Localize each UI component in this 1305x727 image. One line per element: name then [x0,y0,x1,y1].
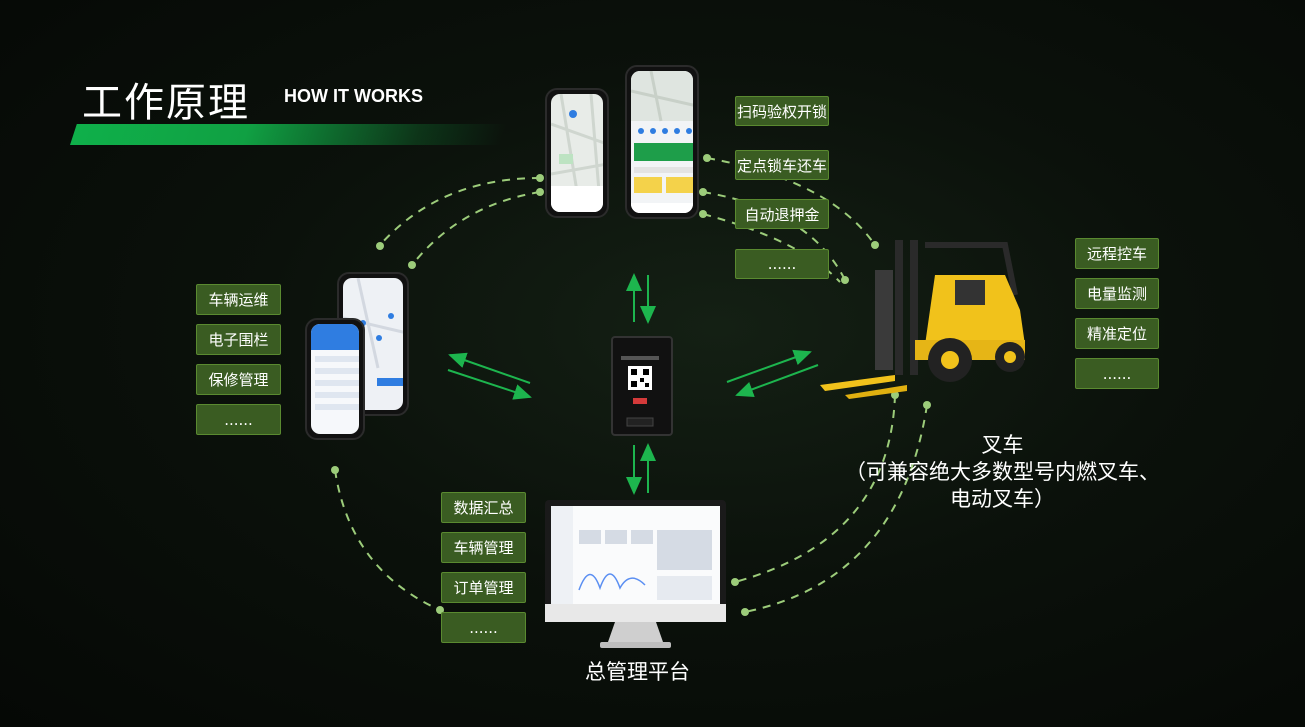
iot-controller-device [611,336,673,436]
dot [699,188,707,196]
arrow-device-to-ops [448,352,531,384]
dot [741,608,749,616]
forklift-tag-precise-location: 精准定位 [1075,318,1159,349]
dash-app-to-forklift-mid [702,213,841,283]
ops-map-icon [343,278,403,386]
ops-tag-geofence: 电子围栏 [196,324,281,355]
dot [536,174,544,182]
app-tag-more: ...... [735,249,829,279]
dot [408,261,416,269]
dash-forklift-to-platform-inner [744,404,928,613]
arrow-forklift-to-device [735,364,819,397]
user-app-phone-back [545,88,609,218]
app-tag-scan-unlock: 扫码验权开锁 [735,96,829,126]
dash-app-to-forklift-outer [706,157,876,246]
dot [891,391,899,399]
dash-app-to-ops-outer [379,177,541,246]
arrow-device-to-forklift [726,349,812,383]
map-icon [551,94,603,212]
ops-tag-maintenance: 车辆运维 [196,284,281,315]
forklift-tag-more: ...... [1075,358,1159,389]
dot [703,154,711,162]
ops-tag-more: ...... [196,404,281,435]
dot [536,188,544,196]
platform-tag-vehicle-management: 车辆管理 [441,532,526,563]
dash-forklift-to-platform-outer [734,394,896,583]
dash-app-to-ops-inner [411,191,541,266]
dot [376,242,384,250]
forklift-caption-line3: 电动叉车） [950,487,1055,511]
ops-tag-repair: 保修管理 [196,364,281,395]
platform-tag-data-summary: 数据汇总 [441,492,526,523]
qr-code-icon [621,356,659,427]
forklift-tag-remote-control: 远程控车 [1075,238,1159,269]
ops-app-phone-front [305,318,365,440]
user-app-phone-front [625,65,699,219]
dot [871,241,879,249]
ops-dashboard-icon [311,324,359,410]
forklift-tag-battery-monitor: 电量监测 [1075,278,1159,309]
dot [731,578,739,586]
dash-ops-to-platform [334,469,441,611]
page-title: 工作原理 [82,80,250,126]
page-subtitle: HOW IT WORKS [284,86,423,106]
platform-tag-more: ...... [441,612,526,643]
app-home-screen-icon [631,71,693,213]
monitor-dashboard-icon [545,500,726,648]
dot [699,210,707,218]
forklift-caption-line1: 叉车 [981,433,1024,457]
management-monitor [545,500,726,650]
platform-caption: 总管理平台 [585,660,690,684]
dot [923,401,931,409]
arrow-ops-to-device [447,369,532,400]
forklift-icon [820,240,1025,399]
dot [331,466,339,474]
platform-tag-order-management: 订单管理 [441,572,526,603]
app-tag-refund-deposit: 自动退押金 [735,199,829,229]
dot [841,276,849,284]
forklift-caption-line2: （可兼容绝大多数型号内燃叉车、 [845,460,1160,484]
forklift-caption: 叉车 （可兼容绝大多数型号内燃叉车、 电动叉车） [835,432,1170,513]
app-tag-lock-return: 定点锁车还车 [735,150,829,180]
